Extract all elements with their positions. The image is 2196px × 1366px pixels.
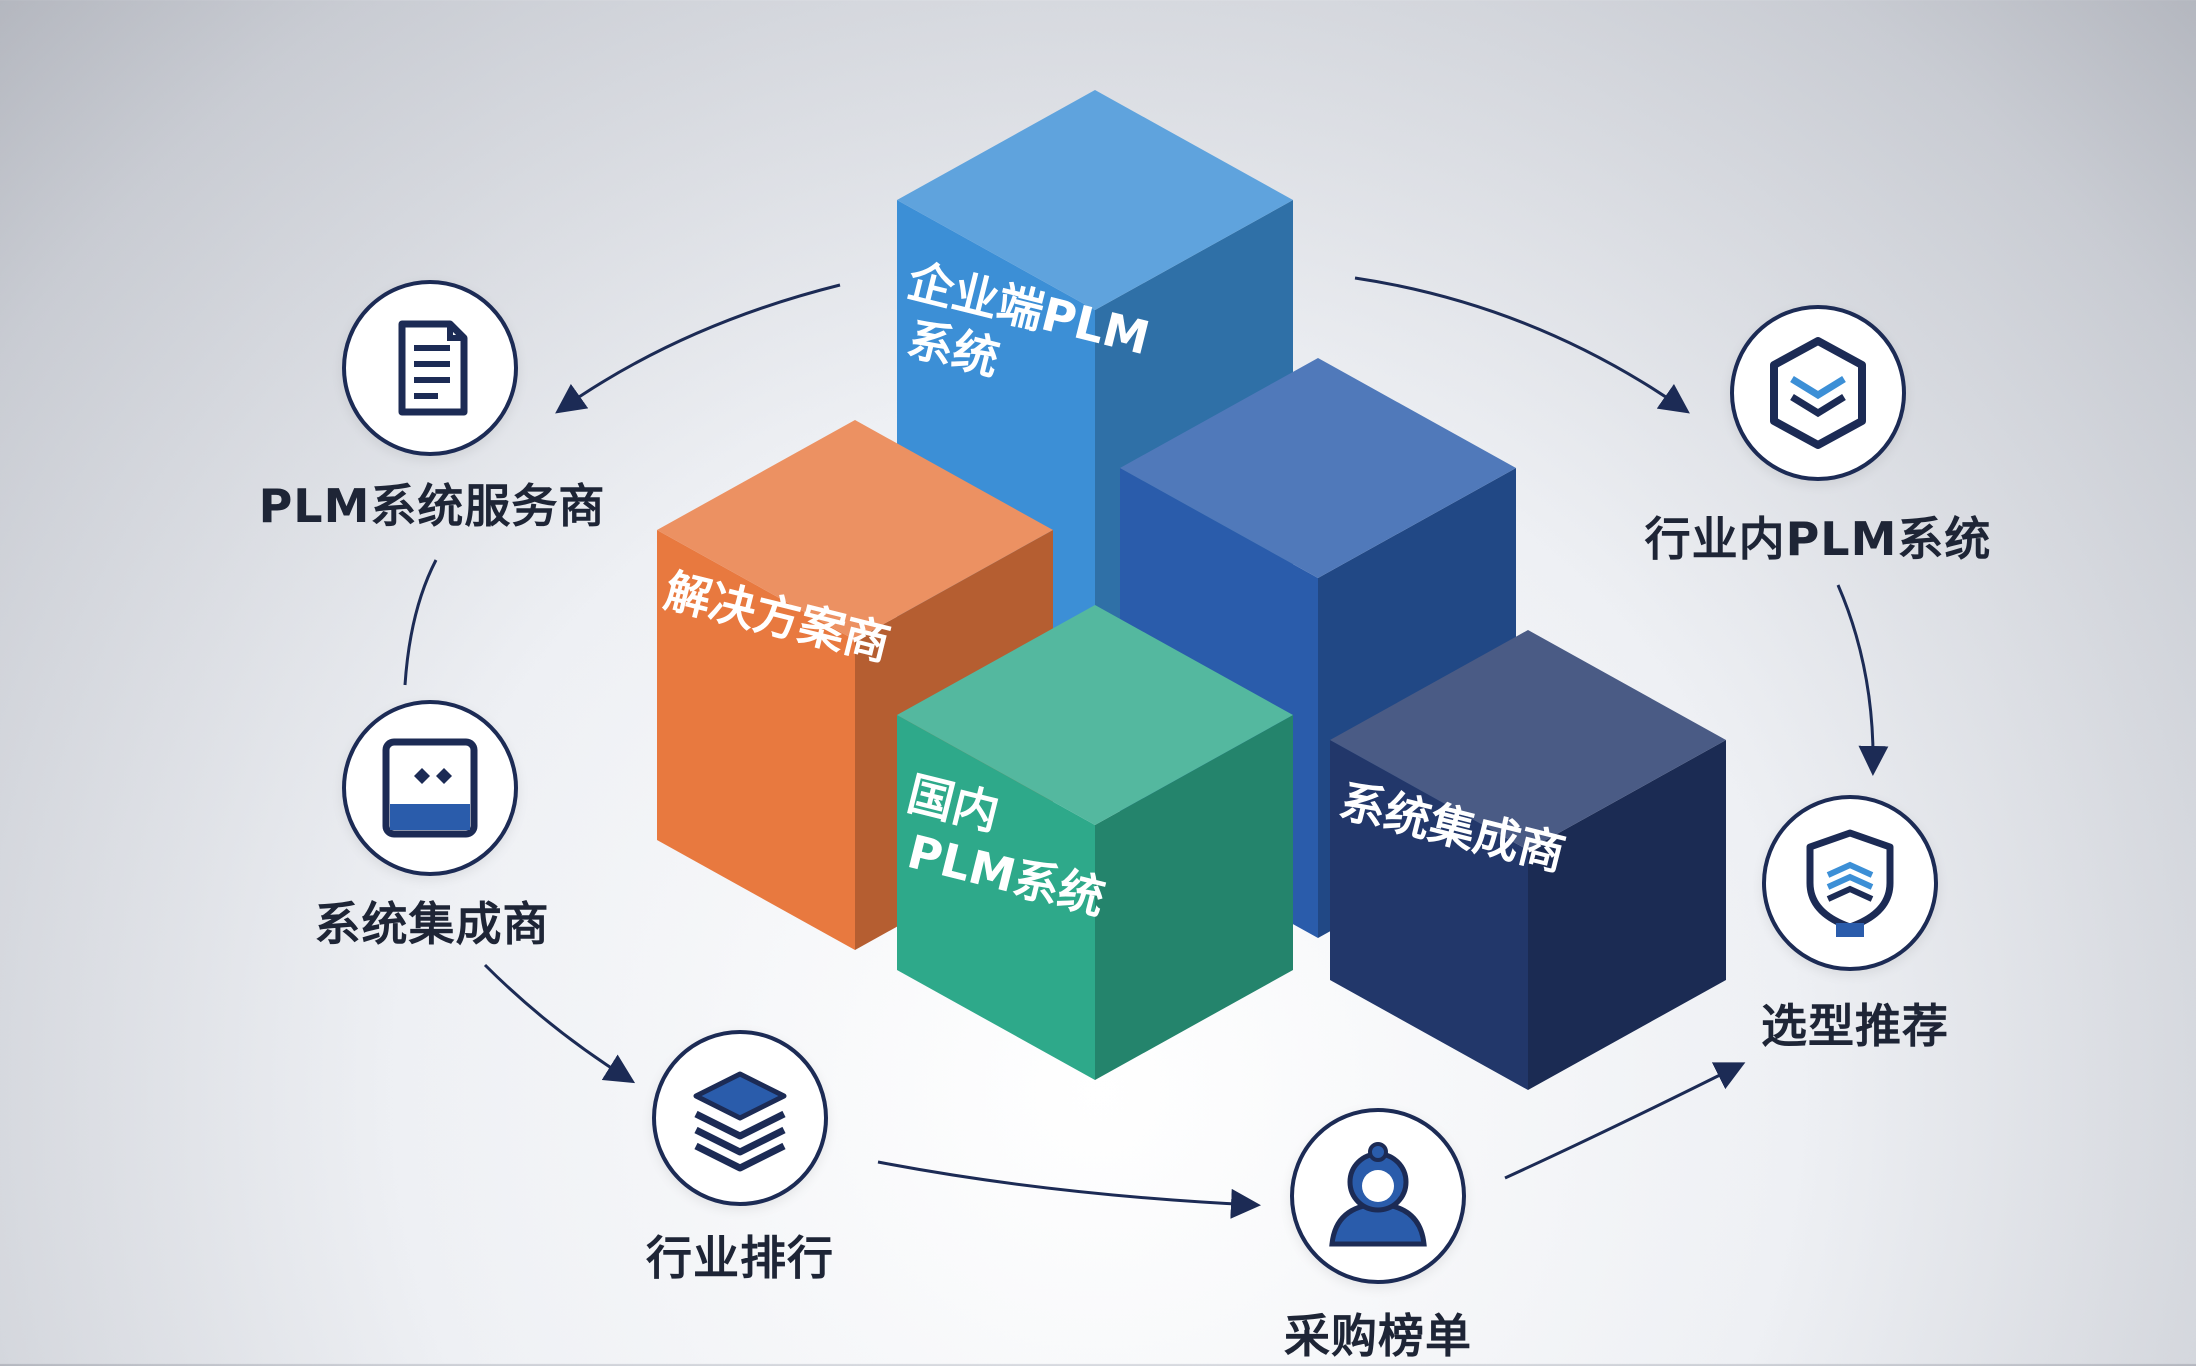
node-label-selection-recommend: 选型推荐 xyxy=(1761,999,1949,1053)
connector-arrows xyxy=(403,276,1889,1219)
cube-face-left xyxy=(897,715,1095,1080)
node-label-industry-plm: 行业内PLM系统 xyxy=(1644,512,1992,566)
node-label-industry-ranking: 行业排行 xyxy=(646,1231,834,1285)
cube-face-left xyxy=(657,530,855,950)
node-label-sys-integrator: 系统集成商 xyxy=(314,897,550,951)
document-icon xyxy=(342,280,518,456)
server-box-icon xyxy=(342,700,518,876)
arrow-left-connector xyxy=(403,559,438,686)
cube-integrator: 系统集成商 xyxy=(1330,630,1726,1090)
cube-face-right xyxy=(1095,715,1293,1080)
cube-face-top xyxy=(897,90,1293,310)
cube-face-top xyxy=(657,420,1053,640)
arrow-top-left xyxy=(555,283,841,414)
arrow-to-selection xyxy=(1504,1062,1746,1180)
arrow-to-procurement xyxy=(877,1160,1261,1219)
hexagon-chevron-icon xyxy=(1730,305,1906,481)
node-label-plm-provider: PLM系统服务商 xyxy=(258,479,606,533)
arrow-down-right xyxy=(1836,584,1889,776)
node-label-procurement-list: 采购榜单 xyxy=(1284,1309,1472,1363)
cube-face-top xyxy=(1330,630,1726,850)
shield-stack-icon xyxy=(1762,795,1938,971)
arrow-to-industry-plm xyxy=(1354,276,1690,414)
arrow-to-ranking xyxy=(483,963,636,1084)
cube-face-top xyxy=(1120,358,1516,578)
user-avatar-icon xyxy=(1290,1108,1466,1284)
cube-face-left xyxy=(1330,740,1528,1090)
cube-face-top xyxy=(897,605,1293,825)
cube-face-right xyxy=(1528,740,1726,1090)
layers-stack-icon xyxy=(652,1030,828,1206)
